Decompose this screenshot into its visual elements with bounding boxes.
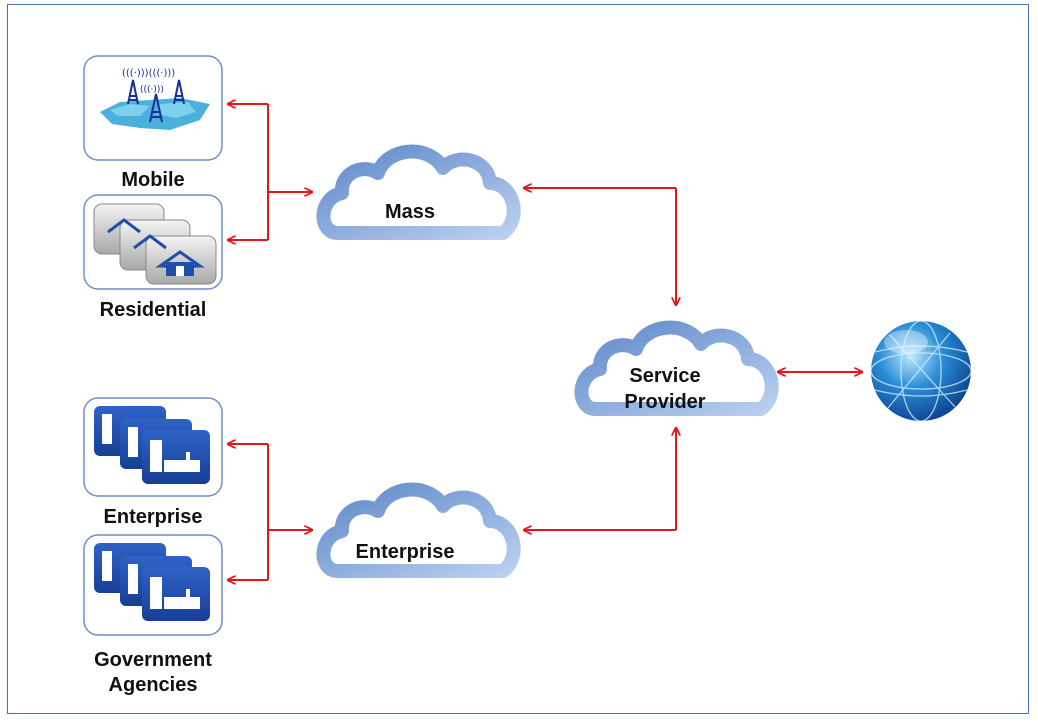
internet-globe-icon [870,320,972,422]
connectors [228,104,862,580]
cell-tower-icon: (((·)))(((·))) (((·))) [100,68,210,130]
residential-label: Residential [99,299,207,321]
house-icon [93,203,217,285]
svg-text:(((·)))(((·))): (((·)))(((·))) [122,68,175,79]
enterprise-cloud-label: Enterprise [355,541,455,563]
enterprise-label: Enterprise [103,506,203,528]
building-icon [94,543,210,621]
diagram-frame [7,4,1029,714]
government-label-line1: Government [94,649,212,671]
government-label-line2: Agencies [108,674,198,696]
government-tile [83,534,223,636]
svg-text:(((·))): (((·))) [140,85,164,95]
mobile-tile: (((·)))(((·))) (((·))) [83,55,223,161]
mass-cloud-label: Mass [384,201,436,223]
residential-tile [83,194,223,290]
building-icon [94,406,210,484]
service-provider-label-line2: Provider [624,391,706,413]
service-provider-label-line1: Service [629,365,701,387]
enterprise-tile [83,397,223,497]
mobile-label: Mobile [121,169,185,191]
